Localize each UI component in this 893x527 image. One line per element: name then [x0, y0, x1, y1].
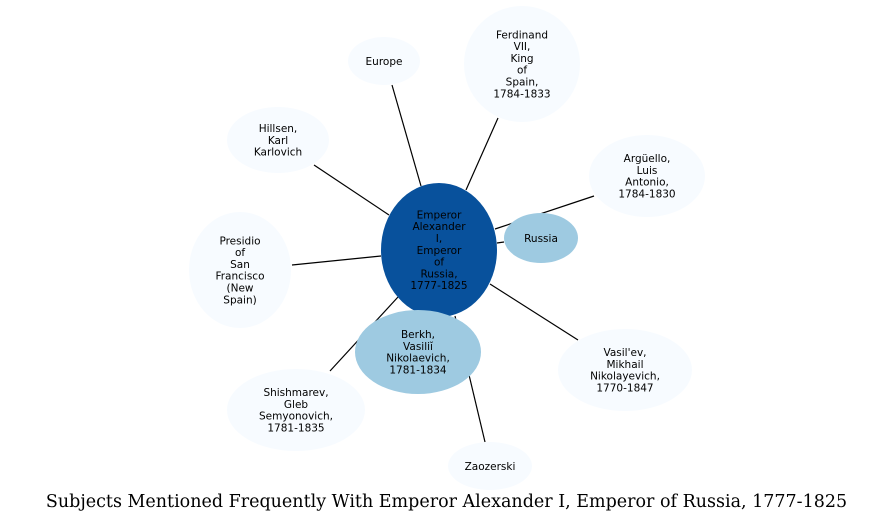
shishmarev-node-bubble: [227, 369, 365, 451]
ferdinand-label-line: VII,: [514, 41, 531, 53]
zaozerski-label-line: Zaozerski: [465, 461, 516, 473]
shishmarev-label-line: Shishmarev,: [263, 387, 328, 399]
russia-label-line: Russia: [524, 233, 558, 245]
ferdinand-label-line: King: [510, 53, 533, 65]
vasilev-label-line: Mikhail: [607, 359, 644, 371]
edge-russia: [496, 241, 505, 244]
vasilev-label-line: 1770-1847: [596, 383, 653, 395]
ferdinand-label-line: 1784-1833: [493, 88, 550, 100]
berkh-label-line: 1781-1834: [389, 365, 447, 377]
center-node[interactable]: EmperorAlexanderI,EmperorofRussia,1777-1…: [381, 183, 497, 317]
hillsen-label-line: Hillsen,: [259, 123, 298, 135]
center-label-line: 1777-1825: [410, 280, 467, 292]
arguello-node-bubble: [589, 135, 705, 217]
node-russia[interactable]: Russia: [504, 213, 578, 263]
vasilev-node-bubble: [558, 329, 692, 411]
arguello-label-line: Argüello,: [624, 153, 671, 165]
arguello-label-line: 1784-1830: [618, 189, 675, 201]
ferdinand-node-bubble: [464, 6, 580, 122]
presidio-label-line: Francisco: [215, 271, 264, 283]
shishmarev-label-line: 1781-1835: [267, 423, 324, 435]
center-label-line: Emperor: [417, 245, 462, 257]
center-label-line: Alexander: [412, 221, 466, 233]
arguello-label-line: Luis: [637, 165, 658, 177]
berkh-label-line: Berkh,: [401, 329, 435, 341]
berkh-label-line: Vasiliĭ: [403, 341, 434, 353]
berkh-label-line: Nikolaevich,: [386, 353, 450, 365]
center-label-line: Emperor: [417, 209, 462, 221]
presidio-label-line: of: [235, 247, 245, 259]
arguello-label-line: Antonio,: [625, 177, 669, 189]
edge-europe: [391, 84, 422, 187]
center-label-line: of: [434, 257, 444, 269]
europe-label-line: Europe: [366, 56, 403, 68]
shishmarev-label-line: Gleb: [284, 399, 309, 411]
hillsen-label-line: Karl: [268, 135, 288, 147]
center-label-line: I,: [436, 233, 442, 245]
presidio-node-bubble: [189, 212, 291, 328]
ferdinand-label-line: Ferdinand: [496, 29, 548, 41]
center-label-line: Russia,: [420, 268, 457, 280]
presidio-label-line: San: [230, 259, 250, 271]
presidio-label-line: (New: [227, 283, 254, 295]
edge-ferdinand: [465, 117, 499, 191]
node-layer: EmperorAlexanderI,EmperorofRussia,1777-1…: [189, 6, 705, 490]
presidio-label-line: Spain): [223, 294, 256, 306]
center-node-bubble: [381, 183, 497, 317]
node-zaozerski[interactable]: Zaozerski: [448, 442, 532, 490]
zaozerski-node-bubble: [448, 442, 532, 490]
node-europe[interactable]: Europe: [348, 37, 420, 85]
ferdinand-label-line: Spain,: [506, 77, 539, 89]
presidio-label-line: Presidio: [219, 235, 260, 247]
russia-node-bubble: [504, 213, 578, 263]
diagram-caption: Subjects Mentioned Frequently With Emper…: [45, 492, 848, 512]
edge-hillsen: [313, 164, 390, 216]
hillsen-node-bubble: [227, 107, 329, 173]
vasilev-label-line: Vasil'ev,: [603, 347, 646, 359]
europe-node-bubble: [348, 37, 420, 85]
edge-vasilev: [489, 283, 579, 341]
vasilev-label-line: Nikolayevich,: [590, 371, 660, 383]
subject-network-diagram: EmperorAlexanderI,EmperorofRussia,1777-1…: [189, 6, 705, 490]
hillsen-label-line: Karlovich: [254, 147, 302, 159]
berkh-node-bubble: [355, 310, 481, 394]
shishmarev-label-line: Semyonovich,: [259, 411, 333, 423]
edge-presidio: [291, 255, 382, 266]
ferdinand-label-line: of: [517, 65, 527, 77]
